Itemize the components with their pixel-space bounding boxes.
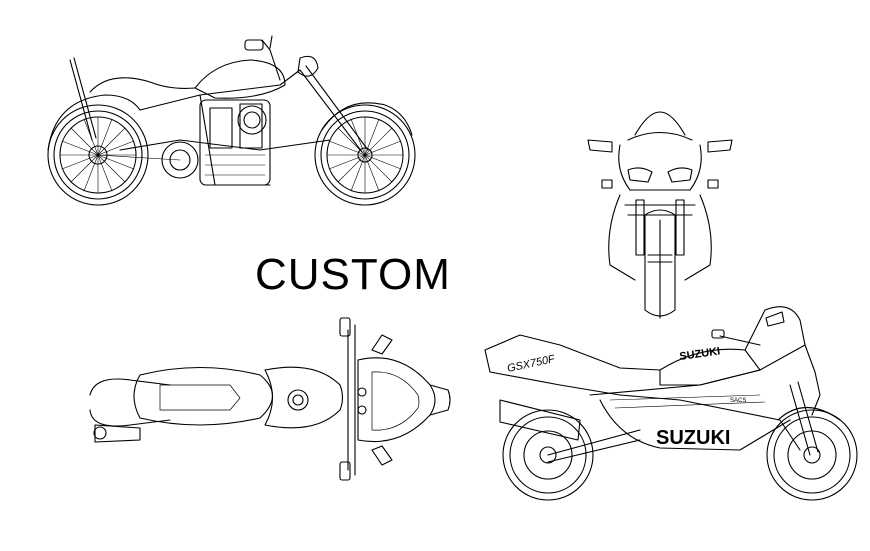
suzuki-rear-wheel (502, 409, 594, 501)
motorcycle-top-view (89, 317, 451, 481)
badge-label: SACS (730, 398, 746, 404)
sportbike-front-view (587, 111, 733, 319)
page-title: CUSTOM (255, 250, 451, 299)
model-label: GSX750F (506, 353, 557, 375)
chopper-side-view (47, 35, 416, 206)
brand-label-large: SUZUKI (656, 427, 730, 449)
suzuki-front-wheel (766, 409, 858, 501)
brand-label-small: SUZUKI (679, 345, 721, 363)
suzuki-side-view (484, 306, 858, 501)
chopper-front-wheel (314, 104, 416, 206)
chopper-engine (161, 99, 271, 186)
